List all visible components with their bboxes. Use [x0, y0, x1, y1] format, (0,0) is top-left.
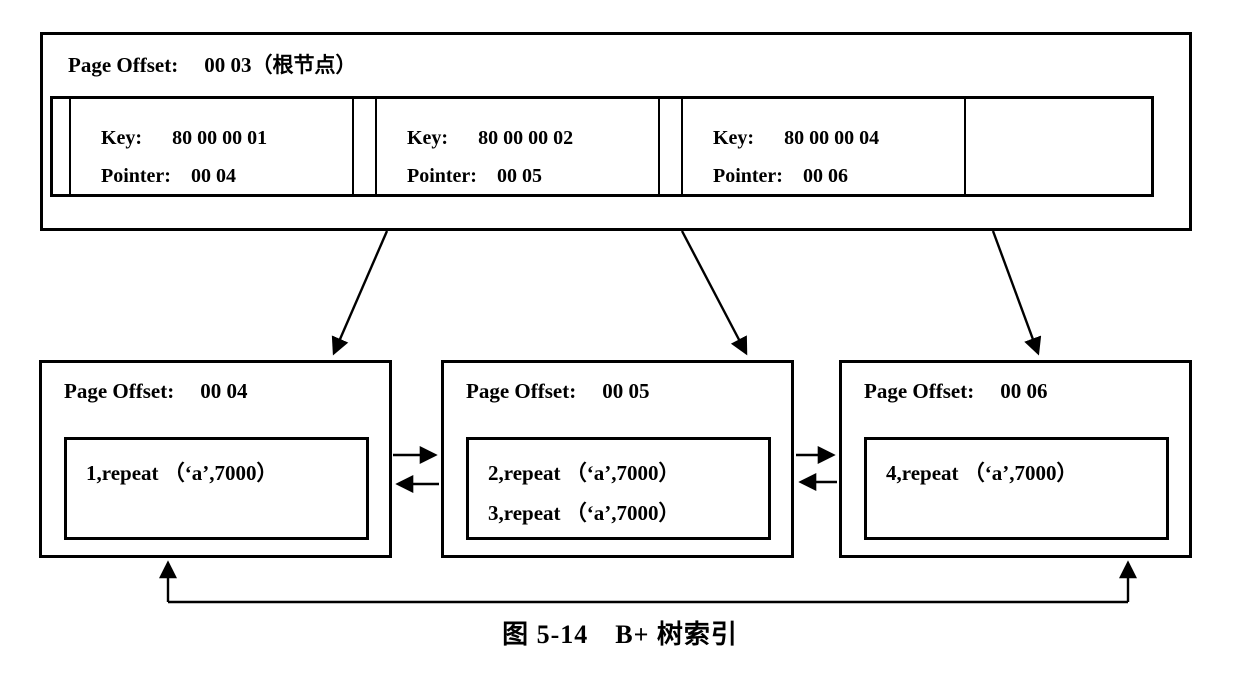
leaf2-page-offset-value: 00 05 — [602, 379, 650, 403]
record-row: 3,repeat （‘a’,7000） — [488, 501, 680, 525]
root-slot-empty — [966, 99, 1151, 194]
root-to-leaf1-arrow — [331, 230, 389, 356]
key-label: Key: — [407, 127, 449, 149]
root-cell-1: Key: 80 00 00 01 Pointer: 00 04 — [71, 99, 354, 194]
pointer-label: Pointer: — [101, 165, 171, 187]
key-row: Key: 80 00 00 02 — [407, 119, 658, 157]
leaf2-page-offset: Page Offset: 00 05 — [466, 379, 649, 404]
root-cell-3: Key: 80 00 00 04 Pointer: 00 06 — [683, 99, 966, 194]
root-slot-strip: Key: 80 00 00 01 Pointer: 00 04 Key: 80 00 … — [50, 96, 1154, 197]
record-row: 2,repeat （‘a’,7000） — [488, 461, 680, 485]
record-row: 1,repeat （‘a’,7000） — [86, 461, 278, 485]
pointer-value: 00 04 — [190, 165, 236, 187]
key-value: 80 00 00 04 — [784, 127, 880, 149]
root-page-offset-label: Page Offset: — [68, 53, 179, 77]
key-value: 80 00 00 01 — [172, 127, 268, 149]
figure-caption: 图 5-14 B+ 树索引 — [502, 620, 738, 649]
leaf1-page-offset-label: Page Offset: — [64, 379, 175, 403]
key-label: Key: — [713, 127, 755, 149]
leaf3-page-offset: Page Offset: 00 06 — [864, 379, 1047, 404]
root-to-leaf3-arrow — [991, 230, 1042, 356]
leaf3-page-offset-label: Page Offset: — [864, 379, 975, 403]
root-to-leaf2-arrow — [680, 230, 748, 356]
pointer-value: 00 05 — [496, 165, 542, 187]
pointer-row: Pointer: 00 04 — [101, 157, 352, 195]
pointer-value: 00 06 — [802, 165, 848, 187]
root-page-offset: Page Offset: 00 03（根节点） — [68, 49, 356, 79]
leaf1-page-offset: Page Offset: 00 04 — [64, 379, 247, 404]
leaf-node-3-box: Page Offset: 00 06 4,repeat （‘a’,7000） — [839, 360, 1192, 558]
root-cell-2: Key: 80 00 00 02 Pointer: 00 05 — [377, 99, 660, 194]
key-label: Key: — [101, 127, 143, 149]
root-page-offset-value: 00 03（根节点） — [204, 53, 357, 77]
leaf2-record-box: 2,repeat （‘a’,7000） 3,repeat （‘a’,7000） — [466, 437, 771, 540]
root-slot-spacer-1 — [354, 99, 377, 194]
root-slot-spacer-2 — [660, 99, 683, 194]
leaf1-page-offset-value: 00 04 — [200, 379, 248, 403]
key-row: Key: 80 00 00 04 — [713, 119, 964, 157]
leaf-node-1-box: Page Offset: 00 04 1,repeat （‘a’,7000） — [39, 360, 392, 558]
leaf3-record-box: 4,repeat （‘a’,7000） — [864, 437, 1169, 540]
leaf1-record-box: 1,repeat （‘a’,7000） — [64, 437, 369, 540]
leaf-node-2-box: Page Offset: 00 05 2,repeat （‘a’,7000） 3,… — [441, 360, 794, 558]
root-node-box: Page Offset: 00 03（根节点） Key: 80 00 00 01 P… — [40, 32, 1192, 231]
root-slot-spacer-lead — [53, 99, 71, 194]
key-row: Key: 80 00 00 01 — [101, 119, 352, 157]
leaf3-page-offset-value: 00 06 — [1000, 379, 1048, 403]
pointer-row: Pointer: 00 06 — [713, 157, 964, 195]
pointer-row: Pointer: 00 05 — [407, 157, 658, 195]
pointer-label: Pointer: — [407, 165, 477, 187]
leaf2-page-offset-label: Page Offset: — [466, 379, 577, 403]
record-row: 4,repeat （‘a’,7000） — [886, 461, 1078, 485]
key-value: 80 00 00 02 — [478, 127, 574, 149]
pointer-label: Pointer: — [713, 165, 783, 187]
